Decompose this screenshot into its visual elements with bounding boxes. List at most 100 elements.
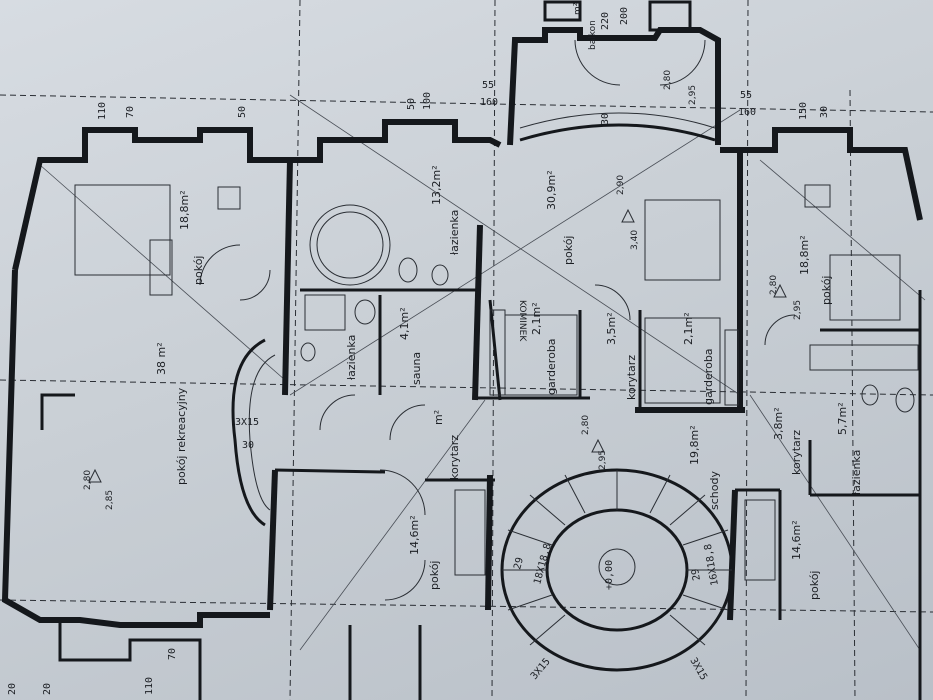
level-l8: 2,95 — [598, 450, 608, 470]
svg-text:pokój: pokój — [562, 236, 575, 265]
svg-text:pokój rekreacyjny: pokój rekreacyjny — [175, 387, 188, 485]
svg-text:3,8m²: 3,8m² — [772, 407, 785, 440]
area-pokoj-nw: 18,8m² — [178, 190, 191, 230]
svg-text:30: 30 — [600, 113, 611, 125]
svg-text:korytarz: korytarz — [448, 435, 461, 480]
nightstand-ne — [804, 184, 831, 208]
dim-b70: 70 — [167, 648, 178, 660]
svg-text:korytarz: korytarz — [790, 430, 803, 475]
bed-nw — [74, 184, 171, 276]
svg-text:sauna: sauna — [410, 352, 423, 385]
interior-walls — [267, 150, 922, 700]
balcony-rail — [519, 112, 716, 129]
dim-3x15: 3X15 — [235, 417, 259, 428]
svg-text:70: 70 — [125, 106, 136, 118]
area-schody: 19,8m² — [688, 425, 701, 465]
area-garderoba1: 2,1m² — [530, 302, 543, 335]
area-pokoj-sw: 14,6m² — [408, 515, 421, 555]
svg-text:łazienka: łazienka — [345, 335, 358, 380]
svg-text:2,1m²: 2,1m² — [530, 302, 543, 335]
level-l4: 3,40 — [630, 230, 640, 250]
dim-50-b: 50 — [237, 106, 248, 118]
sink-2 — [861, 384, 879, 406]
svg-text:2,95: 2,95 — [793, 300, 803, 320]
name-korytarz3: korytarz — [448, 435, 461, 480]
svg-text:110: 110 — [144, 677, 155, 695]
svg-text:30,9m²: 30,9m² — [545, 170, 558, 210]
desk-nw — [149, 239, 173, 296]
dim-30-left: 30 — [242, 440, 254, 451]
svg-text:16X18,8: 16X18,8 — [703, 543, 721, 586]
door-swings — [199, 39, 796, 601]
svg-text:2,80: 2,80 — [663, 70, 673, 90]
dim-200: 200 — [619, 7, 630, 25]
svg-text:2,95: 2,95 — [688, 85, 698, 105]
area-rekreacyjny: 38 m² — [155, 342, 168, 375]
stair-level: +0,00 — [604, 560, 615, 590]
svg-text:50: 50 — [237, 106, 248, 118]
name-korytarz2: korytarz — [790, 430, 803, 475]
area-pokoj-ne: 18,8m² — [798, 235, 811, 275]
area-korytarz2: 3,8m² — [772, 407, 785, 440]
svg-text:3X15: 3X15 — [529, 656, 553, 682]
toilet-4 — [895, 387, 915, 413]
sink-1 — [300, 342, 316, 362]
stair-steps-a: 29 — [512, 556, 526, 570]
stair-spec-d: 3X15 — [687, 656, 709, 682]
svg-text:korytarz: korytarz — [625, 355, 638, 400]
room-labels: 18,8m² pokój 13,2m² łazienka 30,9m² pokó… — [155, 2, 863, 600]
dim-b20b: 20 — [42, 683, 53, 695]
bed-center — [644, 199, 721, 281]
svg-text:garderoba: garderoba — [545, 338, 558, 395]
name-pokoj-center: pokój — [562, 236, 575, 265]
stair-spec-a: 18X18,8 — [532, 542, 554, 586]
svg-text:29: 29 — [690, 568, 703, 582]
dim-30-balcony: 30 — [600, 113, 611, 125]
name-pokoj-ne: pokój — [820, 276, 833, 305]
name-lazienka-small: łazienka — [345, 335, 358, 380]
svg-text:30: 30 — [819, 106, 830, 118]
svg-text:29: 29 — [512, 556, 526, 570]
shower — [304, 294, 346, 331]
level-triangle-1 — [621, 208, 635, 223]
level-l9: 2,80 — [83, 470, 93, 490]
balcony-column-1 — [543, 0, 582, 22]
svg-text:pokój: pokój — [192, 256, 205, 285]
svg-text:3X15: 3X15 — [687, 656, 709, 682]
svg-text:18,8m²: 18,8m² — [798, 235, 811, 275]
roof-diagonals — [39, 94, 926, 651]
svg-text:łazienka: łazienka — [850, 450, 863, 495]
level-l7: 2,80 — [581, 415, 591, 435]
svg-text:2,80: 2,80 — [581, 415, 591, 435]
svg-text:2,90: 2,90 — [616, 175, 626, 195]
name-lazienka-e: łazienka — [850, 450, 863, 495]
svg-text:3,40: 3,40 — [630, 230, 640, 250]
svg-text:150: 150 — [798, 102, 809, 120]
stair-labels: 18X18,8 16X18,8 29 29 3X15 3X15 +0,00 — [512, 542, 721, 682]
svg-text:100: 100 — [422, 92, 433, 110]
name-kominek: KOMINEK — [517, 300, 527, 342]
dim-220: 220 — [600, 12, 611, 30]
svg-text:14,6m²: 14,6m² — [790, 520, 803, 560]
stair-steps-b: 29 — [690, 568, 703, 582]
svg-text:19,8m²: 19,8m² — [688, 425, 701, 465]
dim-55-right: 55 — [740, 90, 752, 101]
name-korytarz1: korytarz — [625, 355, 638, 400]
bed-ne — [829, 254, 901, 321]
area-sauna: 4,1m² — [398, 307, 411, 340]
area-pokoj-center: 30,9m² — [545, 170, 558, 210]
level-l5: 2,80 — [769, 275, 779, 295]
dim-10: 30 — [819, 106, 830, 118]
svg-text:200: 200 — [619, 7, 630, 25]
nightstand-nw — [217, 186, 241, 210]
name-pokoj-nw: pokój — [192, 256, 205, 285]
svg-text:110: 110 — [97, 102, 108, 120]
svg-text:13,2m²: 13,2m² — [430, 165, 443, 205]
name-sauna: sauna — [410, 352, 423, 385]
svg-text:3,5m²: 3,5m² — [605, 312, 618, 345]
spiral-staircase — [500, 468, 734, 672]
dim-100: 100 — [422, 92, 433, 110]
dim-b110: 110 — [144, 677, 155, 695]
svg-text:20: 20 — [7, 683, 18, 695]
